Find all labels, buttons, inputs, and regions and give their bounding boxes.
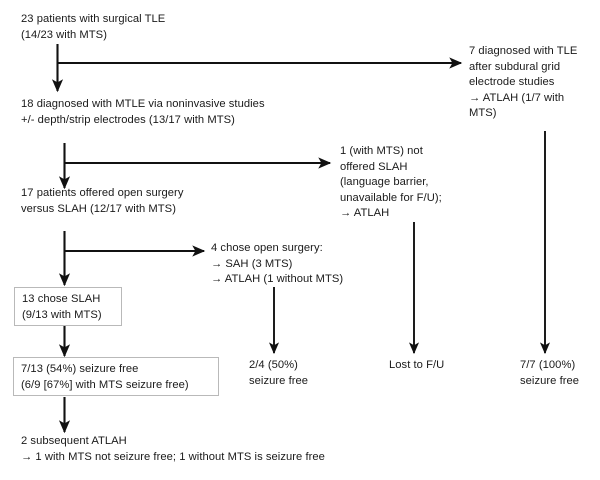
node-1-not-offered-slah: 1 (with MTS) not offered SLAH (language … [340, 145, 442, 219]
node-18-diagnosed-mtle-noninvasive: 18 diagnosed with MTLE via noninvasive s… [21, 98, 265, 126]
node-2-of-4-seizure-free: 2/4 (50%) seizure free [249, 359, 309, 387]
node-23-patients-surgical-tle: 23 patients with surgical TLE (14/23 wit… [21, 13, 166, 41]
node-17-offered-open-surgery: 17 patients offered open surgery versus … [21, 187, 184, 215]
node-7-diagnosed-after-subdural-grid: 7 diagnosed with TLE after subdural grid… [469, 45, 578, 119]
node-2-subsequent-atlah: 2 subsequent ATLAH → 1 with MTS not seiz… [21, 435, 325, 463]
node-lost-to-follow-up: Lost to F/U [389, 359, 445, 371]
node-7-of-7-seizure-free: 7/7 (100%) seizure free [520, 359, 580, 387]
node-13-chose-slah: 13 chose SLAH (9/13 with MTS) [14, 287, 122, 326]
node-7-of-13-seizure-free: 7/13 (54%) seizure free (6/9 [67%] with … [13, 357, 219, 396]
node-4-chose-open-surgery: 4 chose open surgery: → SAH (3 MTS) → AT… [211, 242, 344, 285]
